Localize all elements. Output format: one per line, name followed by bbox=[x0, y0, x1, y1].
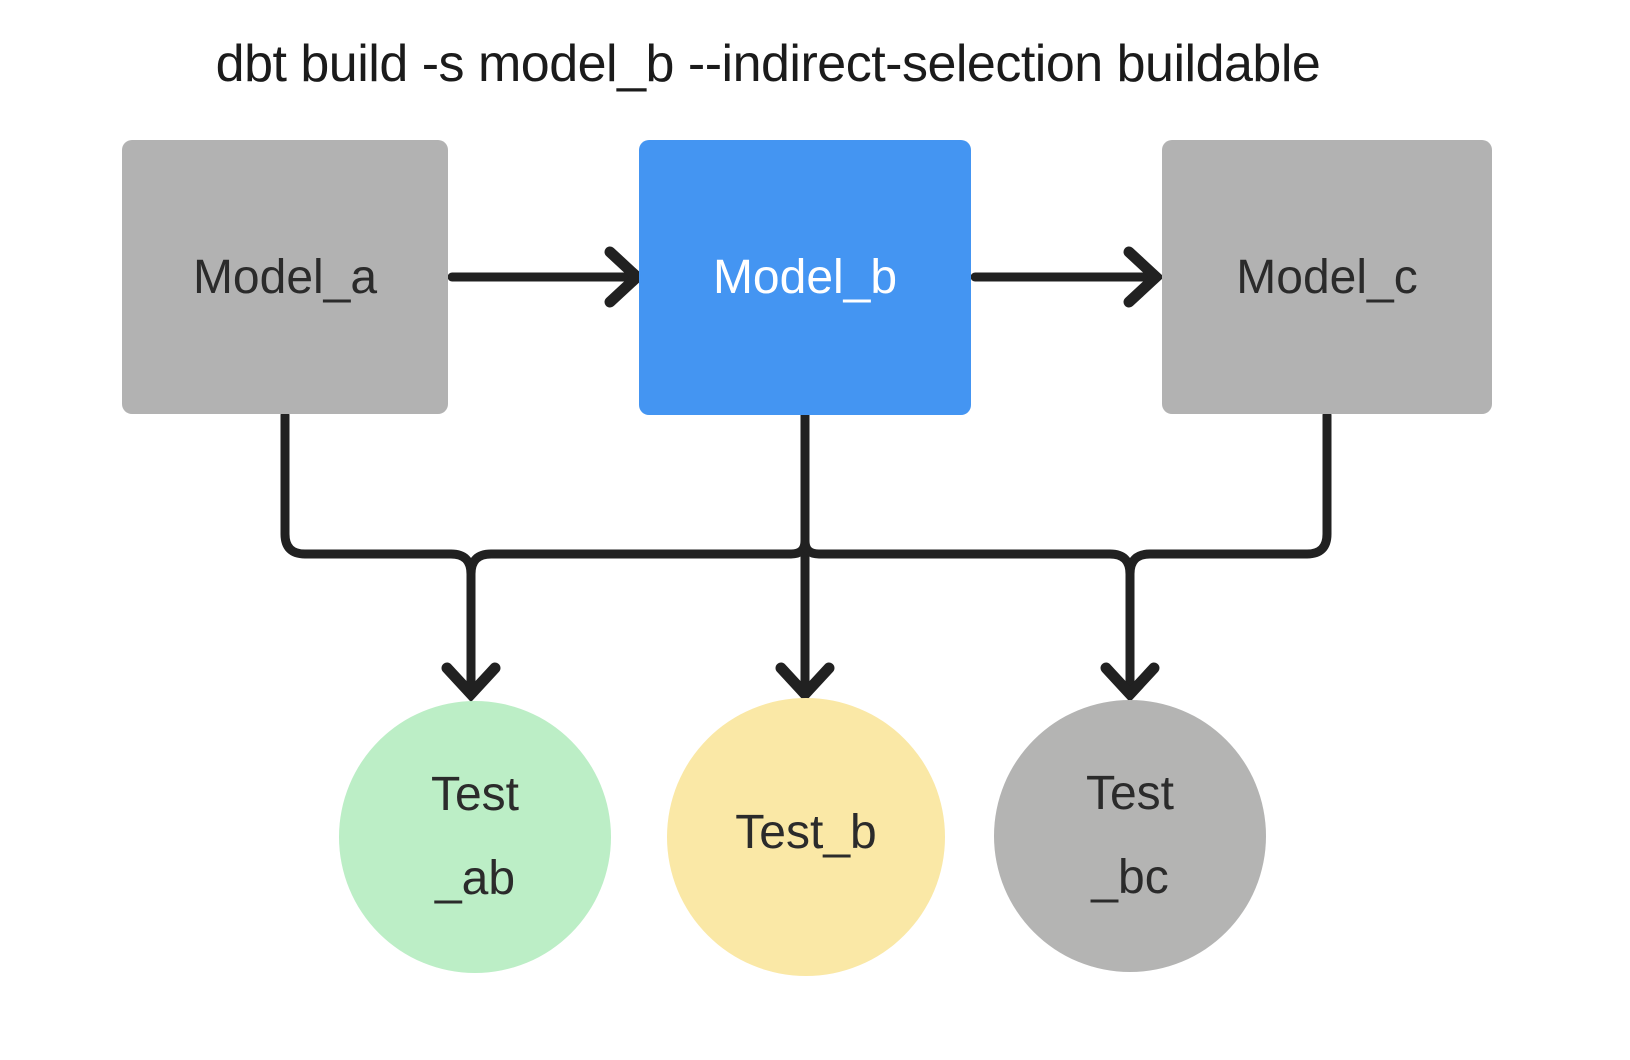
node-test-bc: Test _bc bbox=[994, 700, 1266, 972]
arrowhead-model-c bbox=[1123, 246, 1165, 308]
node-test-bc-line2: _bc bbox=[1091, 851, 1169, 904]
node-test-ab-line1: Test bbox=[430, 768, 520, 821]
edge-model-a-to-test-ab bbox=[280, 410, 476, 691]
node-test-bc-line1: Test bbox=[1085, 767, 1175, 820]
arrowhead-test-bc bbox=[1100, 662, 1160, 703]
node-model-b-label: Model_b bbox=[712, 251, 898, 304]
node-model-a: Model_a bbox=[122, 140, 448, 414]
arrowhead-test-b bbox=[775, 662, 835, 703]
arrowhead-model-b bbox=[604, 246, 646, 308]
edge-model-b-to-test-ab bbox=[466, 410, 810, 691]
node-test-b: Test_b bbox=[667, 698, 945, 976]
node-test-ab-line2: _ab bbox=[434, 852, 516, 905]
edge-model-c-to-test-bc bbox=[1125, 410, 1332, 691]
node-model-b: Model_b bbox=[639, 140, 971, 415]
node-test-ab: Test _ab bbox=[339, 701, 611, 973]
node-test-b-label: Test_b bbox=[735, 805, 877, 859]
diagram-title: dbt build -s model_b --indirect-selectio… bbox=[215, 35, 1321, 93]
node-model-c: Model_c bbox=[1162, 140, 1492, 414]
edge-model-b-to-test-bc bbox=[800, 410, 1135, 691]
arrowhead-test-ab bbox=[441, 662, 501, 703]
node-model-a-label: Model_a bbox=[192, 250, 378, 304]
node-model-c-label: Model_c bbox=[1236, 250, 1418, 304]
